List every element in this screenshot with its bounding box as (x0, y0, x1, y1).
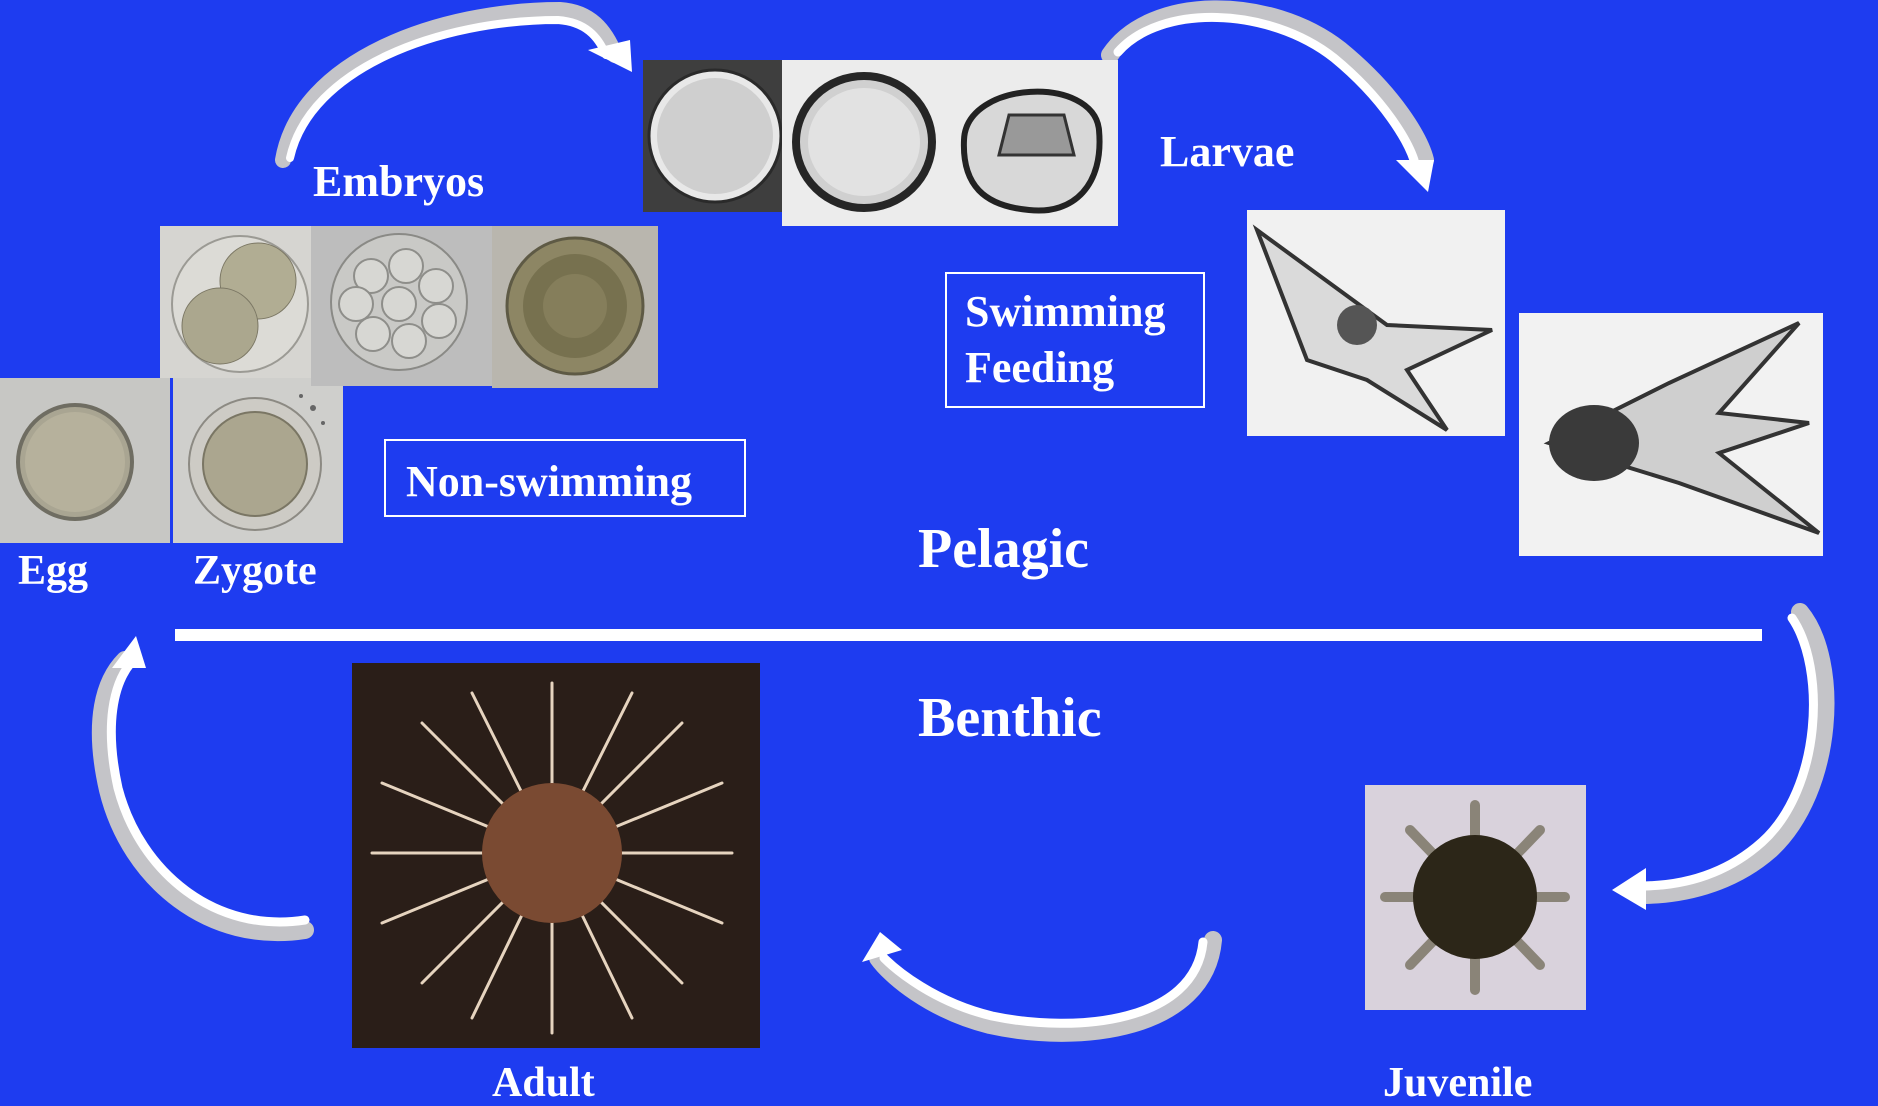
egg-photo (0, 378, 170, 543)
larvae-label: Larvae (1160, 130, 1294, 174)
zygote-photo (173, 378, 343, 543)
adult-label: Adult (492, 1062, 595, 1104)
blastula-photo (492, 226, 658, 388)
eight-arm-pluteus-photo (1519, 313, 1823, 556)
swimming-feeding-box: Swimming Feeding (945, 272, 1205, 408)
arrow-adult-to-egg (101, 636, 305, 932)
multi-cell-embryo-photo (311, 226, 493, 386)
benthic-label: Benthic (918, 690, 1102, 746)
juvenile-label: Juvenile (1383, 1062, 1532, 1104)
non-swimming-label: Non-swimming (406, 457, 692, 506)
arrow-larvae-to-juvenile (1612, 612, 1825, 910)
juvenile-urchin-photo (1365, 785, 1586, 1010)
two-cell-embryo-photo (160, 226, 312, 378)
swimming-label: Swimming (965, 284, 1203, 340)
arrow-juvenile-to-adult (862, 932, 1213, 1033)
adult-urchin-photo (352, 663, 760, 1048)
gastrula-late-photo (944, 60, 1118, 226)
feeding-label: Feeding (965, 340, 1203, 396)
zygote-label: Zygote (193, 550, 317, 592)
egg-label: Egg (18, 550, 88, 592)
pelagic-benthic-divider (175, 629, 1762, 641)
embryos-label: Embryos (313, 160, 484, 204)
arrow-zygote-to-embryos (283, 10, 632, 160)
pelagic-label: Pelagic (918, 521, 1089, 577)
pluteus-larva-photo (1247, 210, 1505, 436)
non-swimming-box: Non-swimming (384, 439, 746, 517)
gastrula-early-photo (782, 60, 944, 226)
blastula-hatched-photo (643, 60, 783, 212)
